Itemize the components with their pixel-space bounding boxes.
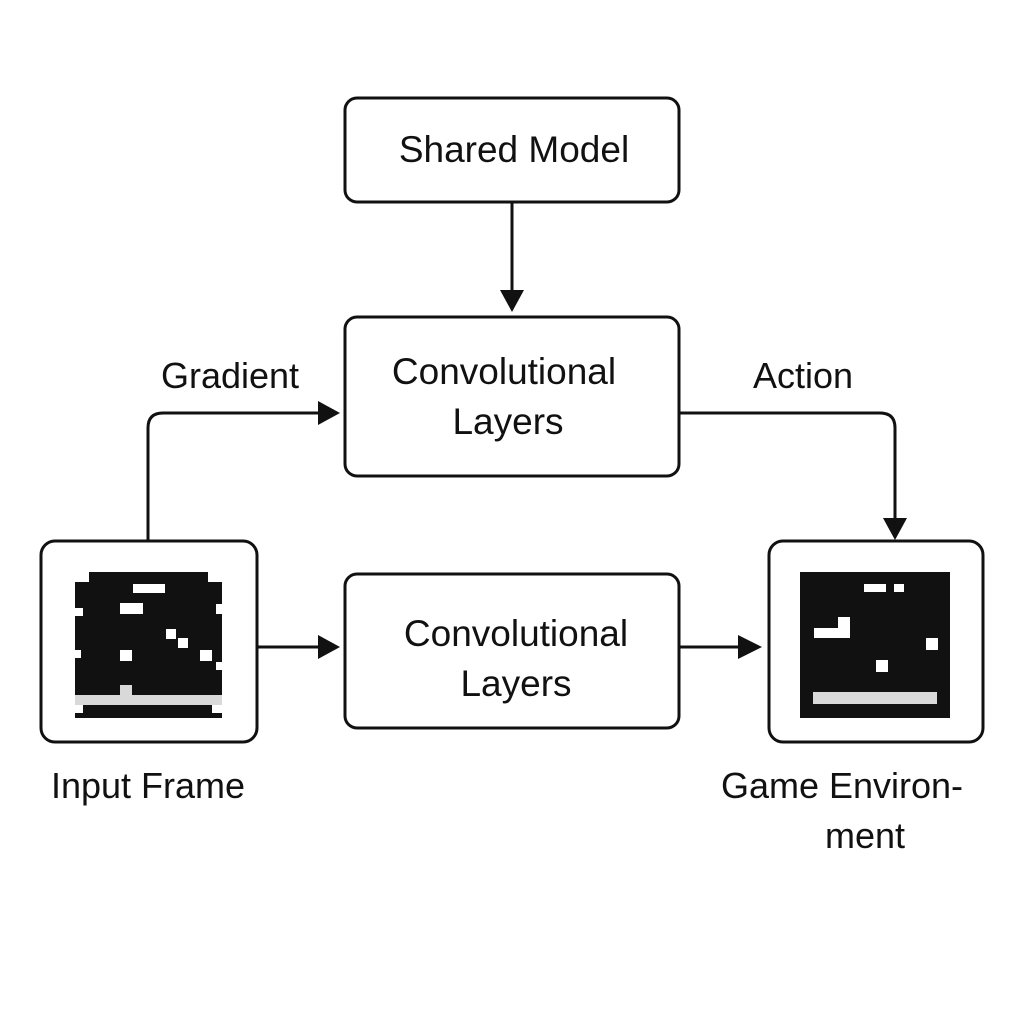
shared-model-box: Shared Model <box>343 96 681 204</box>
shared-model-label: Shared Model <box>399 129 629 170</box>
conv-layers-top-line1: Convolutional <box>392 351 616 392</box>
conv-layers-top-box: Convolutional Layers <box>343 315 681 478</box>
game-environment-caption-line1: Game Environ- <box>721 765 963 806</box>
edge-input-to-conv <box>258 635 340 659</box>
gradient-label: Gradient <box>161 355 299 396</box>
game-screen-icon <box>75 572 222 718</box>
action-label: Action <box>753 355 853 396</box>
conv-layers-top-line2: Layers <box>452 401 563 442</box>
game-environment-caption-line2: ment <box>825 815 905 856</box>
conv-layers-bottom-line1: Convolutional <box>404 613 628 654</box>
game-screen-icon <box>800 572 950 718</box>
input-frame-box <box>39 539 259 744</box>
edge-conv-to-game <box>680 635 762 659</box>
input-frame-caption: Input Frame <box>51 765 245 806</box>
edge-shared-to-conv <box>500 202 524 312</box>
edge-action <box>680 411 907 540</box>
edge-gradient <box>146 401 340 540</box>
conv-layers-bottom-line2: Layers <box>460 663 571 704</box>
game-environment-box <box>767 539 985 744</box>
conv-layers-bottom-box: Convolutional Layers <box>343 572 681 730</box>
